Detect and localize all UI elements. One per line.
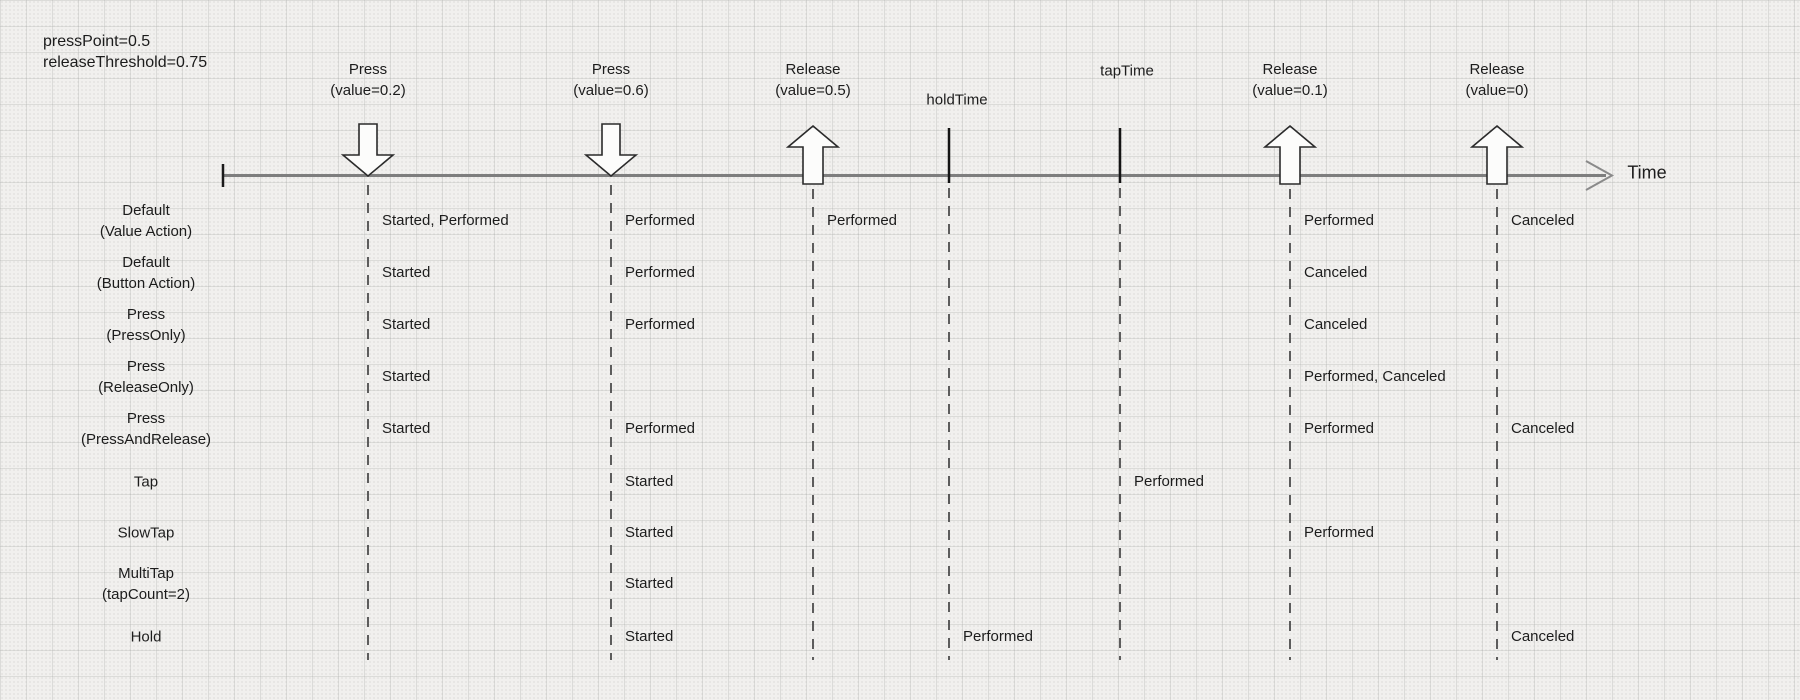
event-cell: Performed — [625, 316, 696, 333]
release-up-arrow-icon — [1469, 124, 1525, 185]
press-point-value: pressPoint=0.5 — [43, 33, 151, 50]
column-label: tapTime — [1100, 62, 1154, 80]
row-label-line: Press — [126, 410, 166, 427]
press-down-arrow-icon — [583, 123, 639, 178]
column-header-release-0-5: Release (value=0.5) — [775, 59, 850, 101]
event-cell: Canceled — [1304, 316, 1368, 333]
column-label: holdTime — [926, 91, 988, 109]
column-label: Release — [1262, 61, 1318, 78]
row-label-line: Press — [126, 306, 166, 323]
event-cell: Canceled — [1304, 264, 1368, 281]
event-cell: Performed — [1304, 524, 1375, 541]
event-cell: Started — [382, 264, 431, 281]
event-cell: Performed — [1134, 473, 1205, 490]
column-header-release-0-1: Release (value=0.1) — [1252, 59, 1327, 101]
event-cell: Started — [625, 524, 674, 541]
row-label-subline: (PressOnly) — [106, 327, 186, 344]
column-header-release-0: Release (value=0) — [1466, 59, 1529, 101]
row-label-subline: (tapCount=2) — [102, 586, 190, 603]
event-cell: Started — [382, 420, 431, 437]
column-label: Release — [1469, 61, 1525, 78]
event-cell: Performed — [963, 628, 1034, 645]
event-cell: Performed — [1304, 212, 1375, 229]
row-label-subline: (PressAndRelease) — [80, 431, 212, 448]
row-label-hold: Hold — [131, 627, 162, 648]
column-sublabel: (value=0.6) — [573, 82, 649, 99]
row-label-slowtap: SlowTap — [118, 523, 175, 544]
column-label: Release — [785, 61, 841, 78]
column-header-press-0-2: Press (value=0.2) — [330, 59, 405, 101]
row-label-subline: (Button Action) — [96, 275, 196, 292]
row-label-line: SlowTap — [117, 524, 175, 542]
row-label-tap: Tap — [134, 472, 158, 493]
parameters-note: pressPoint=0.5 releaseThreshold=0.75 — [43, 31, 207, 73]
event-cell: Started — [625, 473, 674, 490]
event-cell: Performed — [625, 212, 696, 229]
column-sublabel: (value=0) — [1465, 82, 1529, 99]
row-label-line: Press — [126, 358, 166, 375]
row-label-multitap: MultiTap (tapCount=2) — [102, 563, 190, 605]
time-axis-label: Time — [1627, 162, 1667, 183]
event-cell: Performed — [1304, 420, 1375, 437]
column-label: Press — [348, 61, 388, 78]
row-label-default-button-action: Default (Button Action) — [97, 252, 195, 294]
event-cell: Started — [382, 316, 431, 333]
row-label-press-releaseonly: Press (ReleaseOnly) — [98, 356, 194, 398]
row-label-subline: (Value Action) — [99, 223, 193, 240]
time-axis-arrowhead-icon — [1585, 160, 1615, 191]
row-label-line: Default — [122, 254, 170, 271]
row-label-line: Hold — [130, 628, 162, 646]
row-label-default-value-action: Default (Value Action) — [100, 200, 192, 242]
column-header-tap-time: tapTime — [1100, 61, 1154, 82]
column-header-hold-time: holdTime — [926, 90, 987, 111]
row-label-press-pressonly: Press (PressOnly) — [106, 304, 185, 346]
event-cell: Performed — [827, 212, 898, 229]
release-up-arrow-icon — [1262, 124, 1318, 185]
event-cell: Performed — [625, 420, 696, 437]
event-cell: Canceled — [1511, 420, 1575, 437]
release-up-arrow-icon — [785, 124, 841, 185]
press-down-arrow-icon — [340, 123, 396, 178]
column-label: Press — [591, 61, 631, 78]
row-label-line: Default — [122, 202, 170, 219]
event-cell: Performed — [625, 264, 696, 281]
event-cell: Canceled — [1511, 212, 1575, 229]
row-label-press-pressandrelease: Press (PressAndRelease) — [81, 408, 211, 450]
event-cell: Started — [625, 575, 674, 592]
event-cell: Started, Performed — [382, 212, 509, 229]
release-threshold-value: releaseThreshold=0.75 — [43, 54, 208, 71]
column-dashed-lines — [367, 185, 1498, 660]
event-cell: Canceled — [1511, 628, 1575, 645]
column-sublabel: (value=0.5) — [775, 82, 851, 99]
column-sublabel: (value=0.2) — [330, 82, 406, 99]
event-cell: Started — [625, 628, 674, 645]
row-label-subline: (ReleaseOnly) — [98, 379, 194, 396]
row-label-line: Tap — [133, 473, 159, 491]
event-cell: Started — [382, 368, 431, 385]
column-header-press-0-6: Press (value=0.6) — [573, 59, 648, 101]
event-cell: Performed, Canceled — [1304, 368, 1446, 385]
column-sublabel: (value=0.1) — [1252, 82, 1328, 99]
row-label-line: MultiTap — [118, 565, 174, 582]
